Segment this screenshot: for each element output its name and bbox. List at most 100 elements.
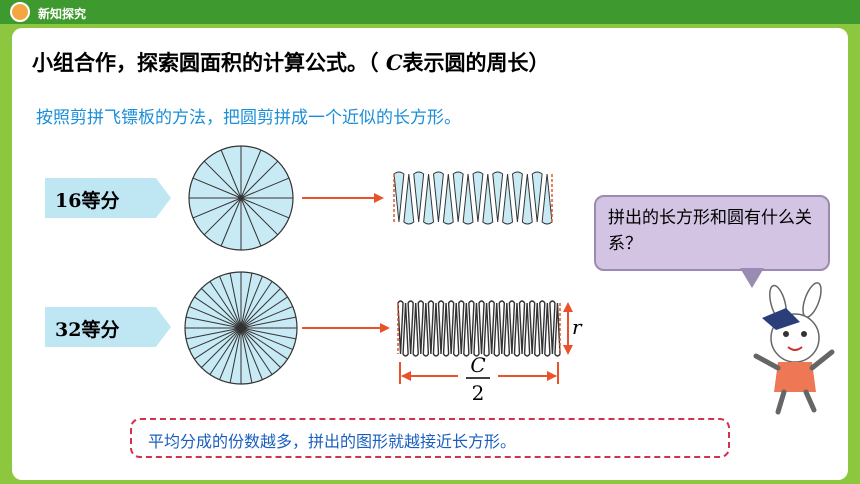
sector-line: [240, 177, 290, 199]
mascot-badge-icon: [10, 2, 30, 22]
conclusion-text: 平均分成的份数越多，拼出的图形就越接近长方形。: [148, 432, 517, 451]
sector-line: [203, 197, 242, 236]
sector-line: [240, 197, 279, 236]
rabbit-mascot-icon: [753, 282, 835, 415]
sector-piece: [511, 171, 523, 223]
sector-line: [240, 327, 288, 360]
sector-line: [220, 197, 242, 247]
sector-line: [240, 281, 273, 329]
sector-line: [203, 160, 242, 199]
question-bubble: 拼出的长方形和圆有什么关系？: [594, 195, 830, 271]
instruction-text: 按照剪拼飞镖板的方法，把圆剪拼成一个近似的长方形。: [36, 108, 461, 128]
sector-line: [192, 177, 242, 199]
sector-piece: [482, 173, 494, 225]
sector-piece: [447, 300, 455, 355]
sector-line: [201, 288, 242, 329]
circle-16-sectors: [188, 145, 294, 251]
sector-piece: [442, 302, 450, 357]
width-marker: C 2: [399, 353, 559, 405]
sector-piece: [403, 173, 415, 225]
sector-line: [240, 327, 281, 368]
sector-piece: [478, 300, 485, 355]
sector-piece: [493, 302, 500, 357]
sector-line: [201, 327, 242, 368]
title-variable: C: [385, 50, 403, 75]
sector-piece: [508, 300, 516, 355]
sector-line: [240, 160, 279, 199]
sector-line: [220, 149, 242, 199]
height-label: r: [572, 315, 583, 339]
sector-line: [194, 327, 242, 360]
sector-piece: [498, 300, 506, 355]
page-title: 小组合作，探索圆面积的计算公式。（ C表示圆的周长）: [32, 47, 550, 77]
sector-line: [194, 296, 242, 329]
sector-line: [240, 316, 296, 329]
sector-line: [240, 296, 288, 329]
arrow-1: [302, 193, 384, 203]
sector-line: [240, 273, 253, 329]
sector-piece: [432, 302, 440, 357]
sector-piece: [417, 300, 425, 355]
conclusion-box: 平均分成的份数越多，拼出的图形就越接近长方形。: [130, 418, 730, 458]
title-text-b: 表示圆的周长）: [402, 51, 550, 75]
label-16-text: 16等分: [55, 190, 120, 212]
sector-piece: [413, 171, 425, 223]
sector-piece: [539, 300, 546, 355]
label-32-parts: 32等分: [45, 307, 171, 347]
bubble-tail: [740, 268, 764, 288]
sector-piece: [442, 173, 454, 225]
sector-line: [209, 327, 242, 375]
sector-line: [219, 276, 242, 329]
sector-piece: [423, 173, 435, 225]
rectangle-32-approx: [397, 300, 561, 357]
label-16-parts: 16等分: [45, 178, 171, 218]
circle-32-sectors: [184, 271, 298, 385]
sector-piece: [523, 302, 531, 357]
label-32-text: 32等分: [55, 319, 120, 341]
sector-piece: [432, 171, 444, 223]
sector-piece: [528, 300, 536, 355]
section-label: 新知探究: [38, 7, 87, 21]
sector-piece: [402, 302, 409, 357]
sector-piece: [462, 173, 474, 225]
sector-line: [229, 273, 242, 329]
sector-line: [240, 288, 281, 329]
sector-piece: [483, 302, 490, 357]
sector-piece: [397, 300, 404, 355]
sector-line: [240, 276, 263, 329]
rectangle-16-approx: [393, 171, 553, 225]
sector-piece: [503, 302, 511, 357]
sector-line: [240, 197, 290, 219]
sector-line: [192, 197, 242, 219]
top-bar: 新知探究: [0, 0, 860, 24]
sector-piece: [407, 300, 414, 355]
sector-piece: [458, 300, 465, 355]
sector-piece: [412, 302, 419, 357]
sector-piece: [452, 302, 460, 357]
sector-line: [240, 327, 263, 380]
width-denominator: 2: [472, 381, 485, 405]
sector-piece: [468, 300, 475, 355]
sector-line: [186, 316, 242, 329]
sector-piece: [463, 302, 470, 357]
sector-line: [189, 306, 242, 329]
sector-piece: [422, 302, 430, 357]
arrow-2: [302, 323, 390, 333]
sector-piece: [531, 171, 543, 223]
sector-line: [186, 327, 242, 340]
sector-line: [229, 327, 242, 383]
sector-piece: [452, 171, 464, 223]
title-text-a: 小组合作，探索圆面积的计算公式。（: [32, 51, 386, 75]
sector-piece: [437, 300, 445, 355]
sector-piece: [541, 173, 553, 225]
sector-piece: [393, 171, 405, 223]
sector-piece: [518, 300, 526, 355]
sector-piece: [549, 300, 556, 355]
sector-line: [240, 149, 262, 199]
sector-line: [240, 327, 273, 375]
sector-line: [240, 327, 296, 340]
sector-line: [240, 327, 293, 350]
sector-line: [219, 327, 242, 380]
sector-piece: [473, 302, 480, 357]
